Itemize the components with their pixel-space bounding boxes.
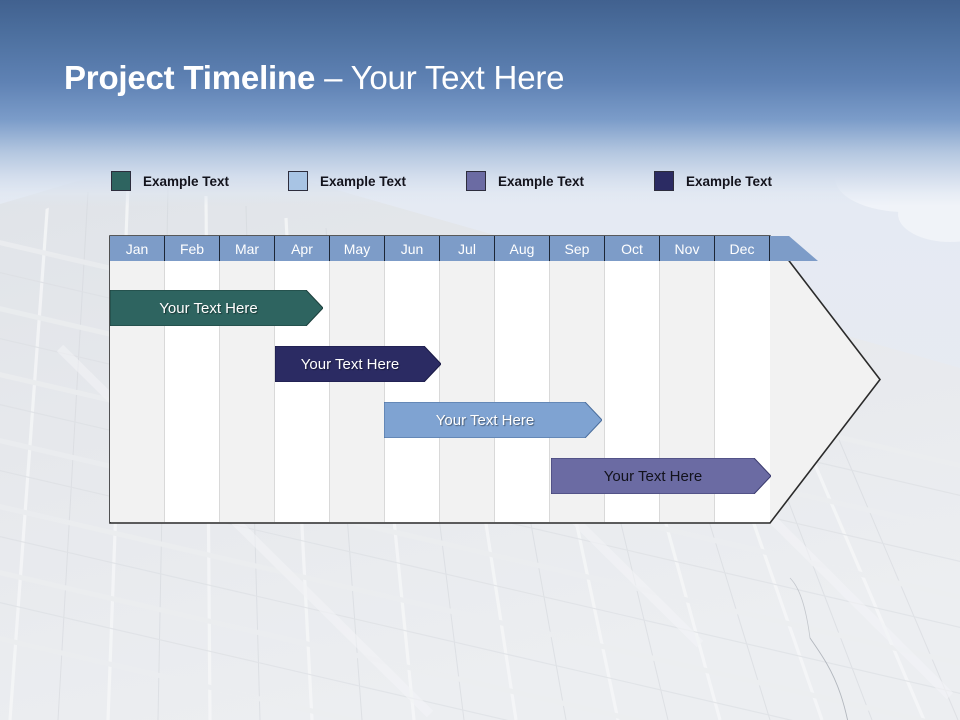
task-bar-2-shape	[275, 346, 441, 382]
column-divider	[274, 261, 275, 522]
month-column-jul: Jul	[440, 236, 495, 522]
column-divider	[494, 261, 495, 522]
task-bar-3-shape	[384, 402, 602, 438]
task-bar-1[interactable]: Your Text Here	[110, 290, 323, 326]
month-header-feb: Feb	[165, 236, 220, 261]
column-divider	[384, 261, 385, 522]
month-header-sep: Sep	[550, 236, 605, 261]
column-divider	[439, 261, 440, 522]
task-bar-1-label: Your Text Here	[159, 299, 258, 317]
month-header-jul: Jul	[440, 236, 495, 261]
column-divider	[549, 261, 550, 522]
month-header-aug: Aug	[495, 236, 550, 261]
legend-swatch-icon-2	[288, 171, 308, 191]
legend-item-2[interactable]: Example Text	[288, 169, 406, 193]
month-header-dec: Dec	[715, 236, 770, 261]
task-bar-4-shape	[551, 458, 771, 494]
month-column-jan: Jan	[110, 236, 165, 522]
legend-label-4: Example Text	[686, 173, 773, 189]
month-column-oct: Oct	[605, 236, 660, 522]
column-divider	[714, 261, 715, 522]
column-divider	[604, 261, 605, 522]
page-title: Project Timeline – Your Text Here	[64, 58, 564, 98]
task-bar-3-label: Your Text Here	[435, 411, 535, 429]
legend-item-1[interactable]: Example Text	[111, 169, 229, 193]
page-title-strong: Project Timeline	[64, 59, 316, 96]
column-divider	[659, 261, 660, 522]
month-header-jan: Jan	[110, 236, 165, 261]
legend-swatch-icon-1	[111, 171, 131, 191]
task-bar-3[interactable]: Your Text Here	[384, 402, 602, 438]
month-column-aug: Aug	[495, 236, 550, 522]
task-bar-2-label: Your Text Here	[300, 355, 400, 373]
month-header-nov: Nov	[660, 236, 715, 261]
month-header-oct: Oct	[605, 236, 660, 261]
month-header-arrow-tail	[770, 236, 818, 261]
month-header-may: May	[330, 236, 385, 261]
legend-swatch-icon-4	[654, 171, 674, 191]
task-bar-4-label: Your Text Here	[603, 467, 703, 485]
legend-swatch-icon-3	[466, 171, 486, 191]
column-divider	[219, 261, 220, 522]
legend-label-2: Example Text	[320, 173, 407, 189]
month-header-mar: Mar	[220, 236, 275, 261]
task-bar-4[interactable]: Your Text Here	[551, 458, 771, 494]
column-divider	[164, 261, 165, 522]
month-column-mar: Mar	[220, 236, 275, 522]
legend-item-4[interactable]: Example Text	[654, 169, 772, 193]
month-header-apr: Apr	[275, 236, 330, 261]
legend-item-3[interactable]: Example Text	[466, 169, 584, 193]
task-bar-2[interactable]: Your Text Here	[275, 346, 441, 382]
month-column-feb: Feb	[165, 236, 220, 522]
column-divider	[329, 261, 330, 522]
month-header-jun: Jun	[385, 236, 440, 261]
legend-label-1: Example Text	[143, 173, 230, 189]
task-bar-1-shape	[110, 290, 323, 326]
legend-label-3: Example Text	[498, 173, 585, 189]
page-title-light: – Your Text Here	[315, 59, 565, 96]
timeline-chart: Jan Feb Mar Apr May Jun	[109, 235, 881, 524]
